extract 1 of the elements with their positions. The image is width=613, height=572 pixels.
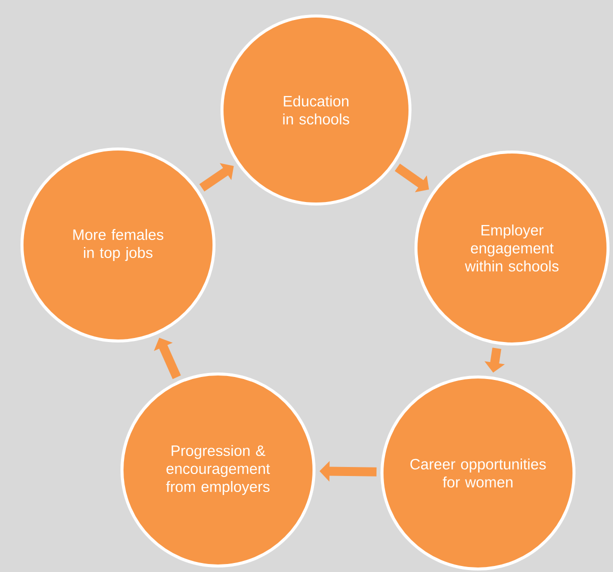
- arrow: [199, 163, 234, 192]
